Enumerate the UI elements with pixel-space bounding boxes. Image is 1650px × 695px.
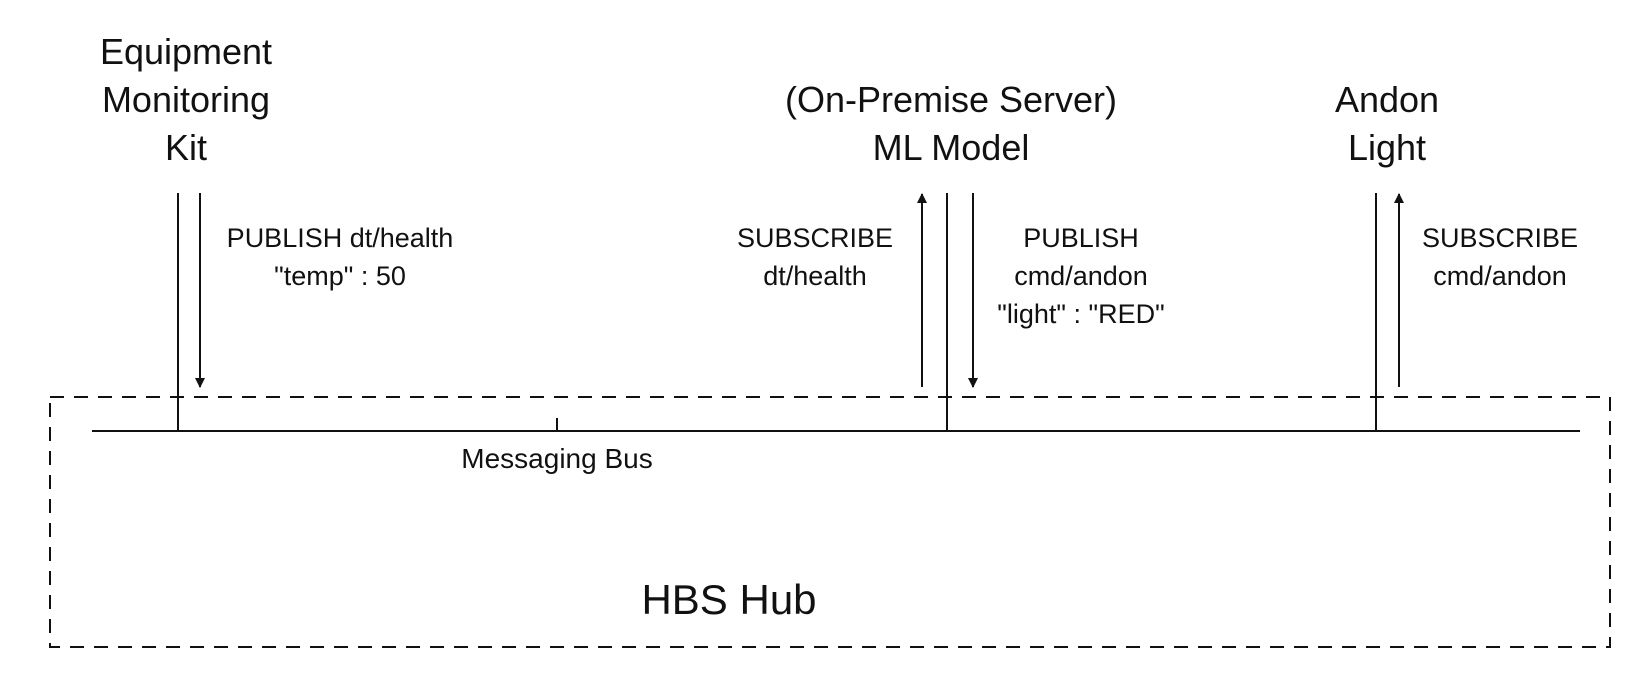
messaging-bus-label: Messaging Bus bbox=[461, 443, 653, 474]
hub-boundary bbox=[49, 396, 1611, 648]
hbs-hub-label: HBS Hub bbox=[641, 576, 817, 623]
equipment-kit-title: Equipment Monitoring Kit bbox=[100, 28, 272, 172]
kit-publish-label-line1: PUBLISH dt/health bbox=[226, 223, 454, 253]
equipment-kit-title-line3: Kit bbox=[164, 127, 208, 168]
ml-publish-label-line1: PUBLISH bbox=[1023, 223, 1139, 253]
andon-light-title-line2: Light bbox=[1347, 127, 1427, 168]
andon-subscribe-label-line2: cmd/andon bbox=[1433, 261, 1567, 291]
kit-publish-label-line2: "temp" : 50 bbox=[274, 261, 406, 291]
ml-model-title-line1: (On-Premise Server) bbox=[784, 79, 1118, 120]
kit-publish-label: PUBLISH dt/health "temp" : 50 bbox=[227, 219, 454, 295]
equipment-kit-title-line1: Equipment bbox=[99, 31, 273, 72]
ml-subscribe-label-line1: SUBSCRIBE bbox=[736, 223, 894, 253]
ml-publish-label-line3: "light" : "RED" bbox=[997, 299, 1165, 329]
ml-publish-label: PUBLISH cmd/andon "light" : "RED" bbox=[997, 219, 1164, 333]
andon-light-title: Andon Light bbox=[1335, 76, 1439, 172]
andon-subscribe-label: SUBSCRIBE cmd/andon bbox=[1422, 219, 1578, 295]
ml-publish-label-line2: cmd/andon bbox=[1014, 261, 1148, 291]
andon-light-title-line1: Andon bbox=[1334, 79, 1440, 120]
ml-model-title: (On-Premise Server) ML Model bbox=[785, 76, 1117, 172]
ml-subscribe-label: SUBSCRIBE dt/health bbox=[737, 219, 893, 295]
andon-subscribe-label-line1: SUBSCRIBE bbox=[1421, 223, 1579, 253]
ml-model-title-line2: ML Model bbox=[872, 127, 1030, 168]
equipment-kit-title-line2: Monitoring bbox=[101, 79, 271, 120]
ml-subscribe-label-line2: dt/health bbox=[763, 261, 867, 291]
